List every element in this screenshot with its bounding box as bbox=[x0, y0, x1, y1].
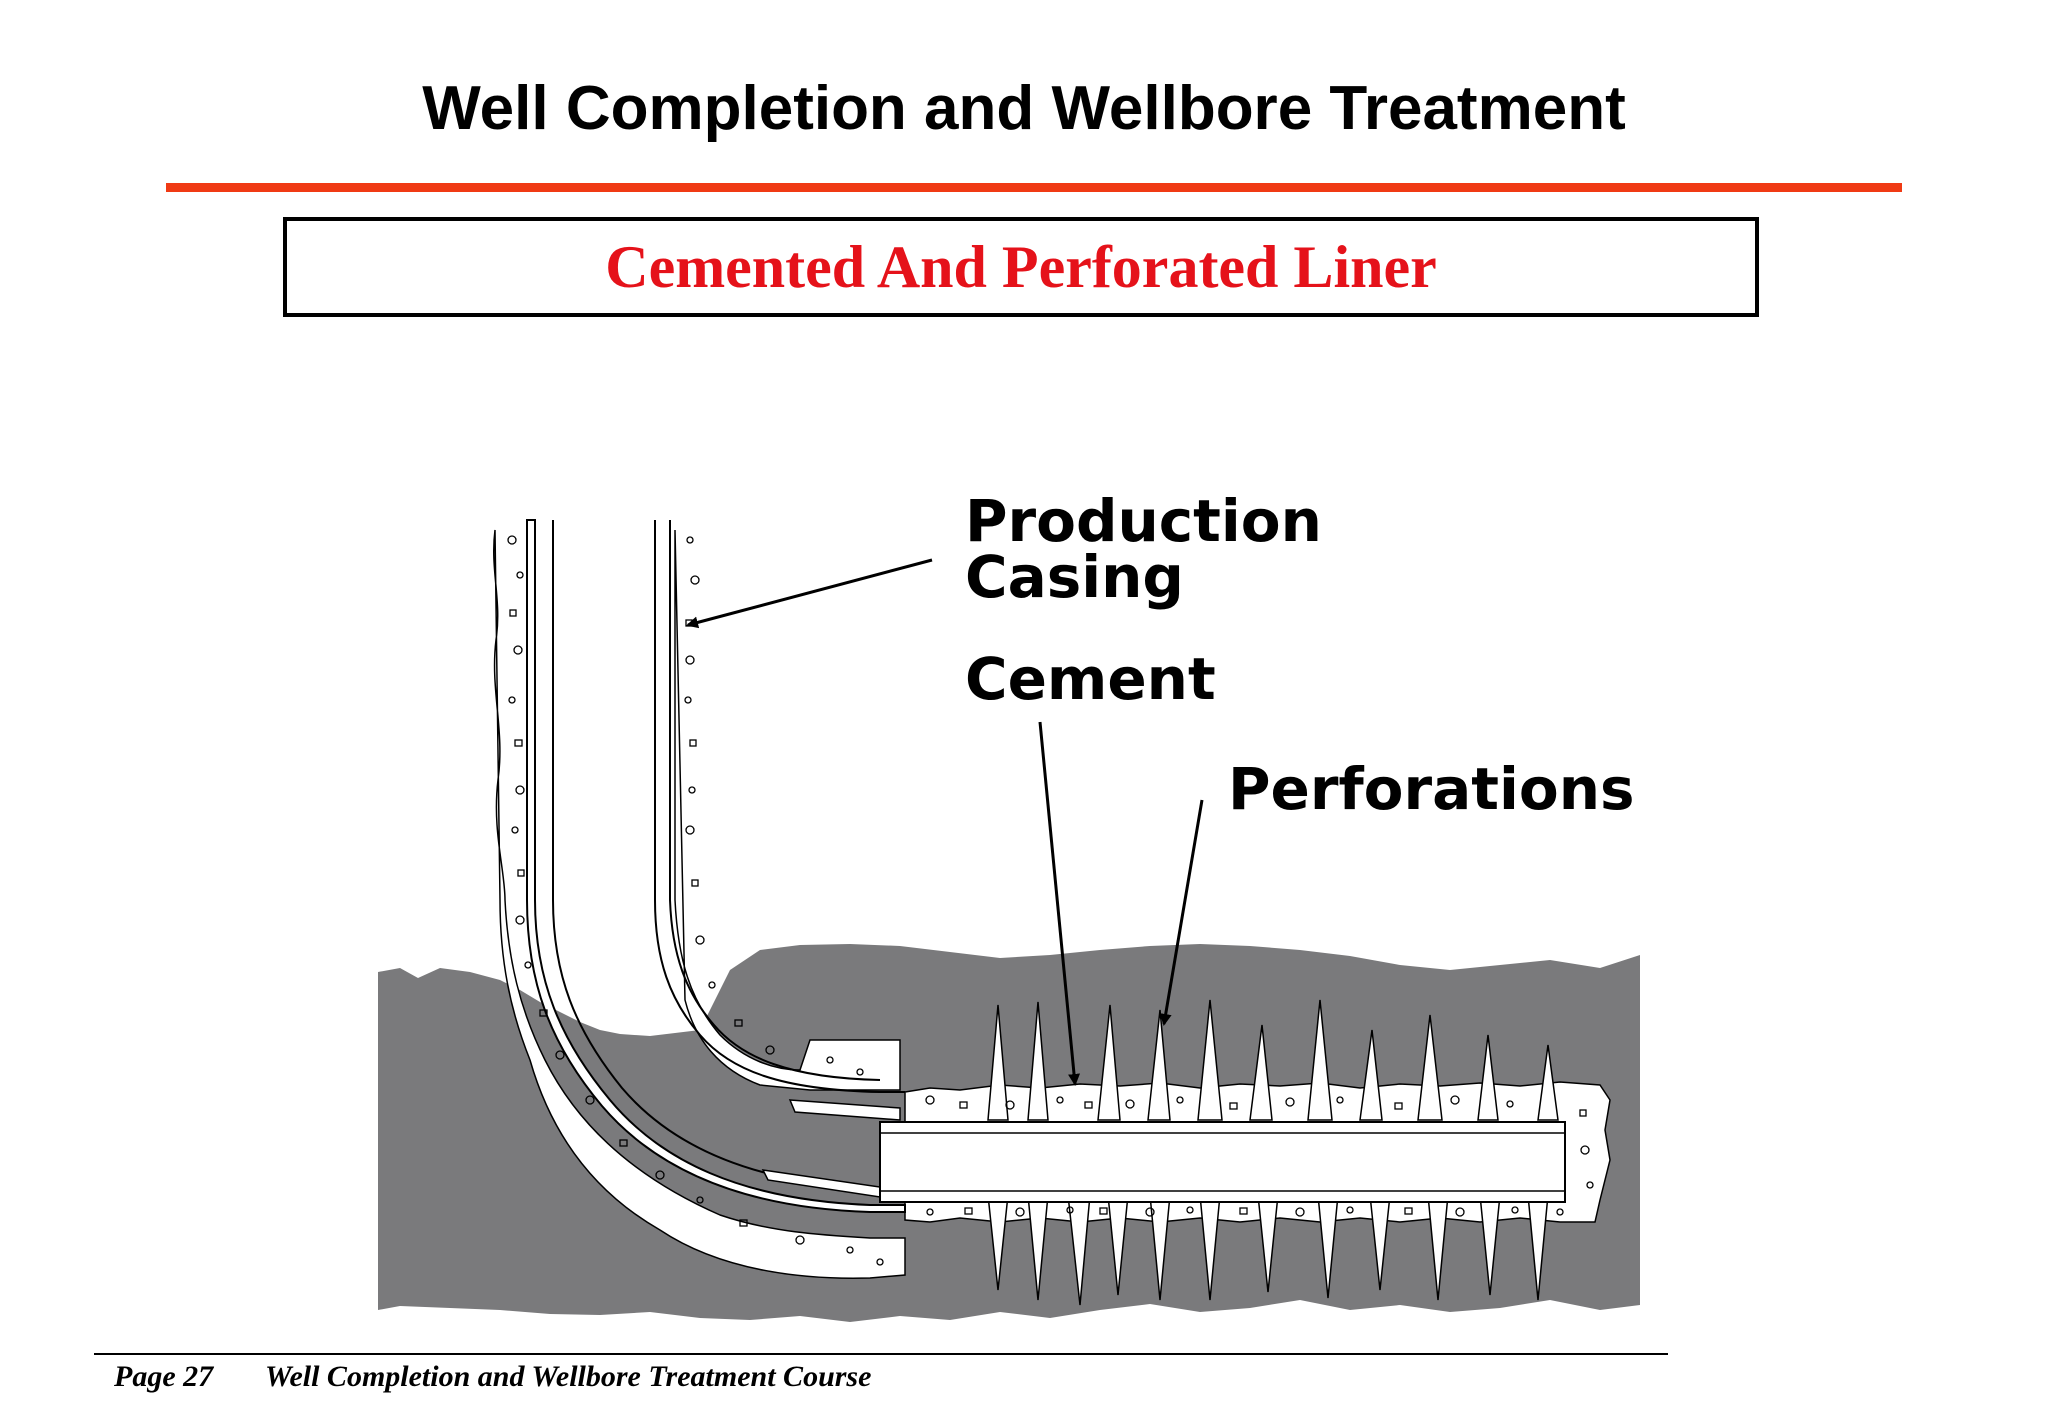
perforations-arrow bbox=[1159, 799, 1204, 1026]
production-casing-arrow bbox=[686, 558, 933, 629]
horizontal-liner bbox=[879, 1121, 1566, 1203]
footer-page: Page 27 bbox=[114, 1360, 214, 1393]
subtitle: Cemented And Perforated Liner bbox=[605, 233, 1437, 300]
cement-arrow bbox=[1038, 721, 1081, 1086]
footer-course: Well Completion and Wellbore Treatment C… bbox=[265, 1360, 872, 1393]
label-production-casing-line1: Production bbox=[965, 487, 1322, 555]
subtitle-box: Cemented And Perforated Liner bbox=[283, 217, 1759, 317]
cement-aggregate bbox=[507, 535, 1594, 1266]
perforations-top bbox=[987, 999, 1559, 1121]
cement-sheath bbox=[492, 529, 906, 1279]
label-cement: Cement bbox=[965, 645, 1216, 713]
page-title: Well Completion and Wellbore Treatment bbox=[422, 74, 1626, 143]
liner-top bbox=[788, 1099, 901, 1121]
label-production-casing-line2: Casing bbox=[965, 543, 1184, 611]
footer-rule bbox=[94, 1353, 1668, 1355]
production-casing bbox=[526, 519, 906, 1213]
label-perforations: Perforations bbox=[1228, 755, 1635, 823]
title-underline bbox=[166, 183, 1902, 192]
